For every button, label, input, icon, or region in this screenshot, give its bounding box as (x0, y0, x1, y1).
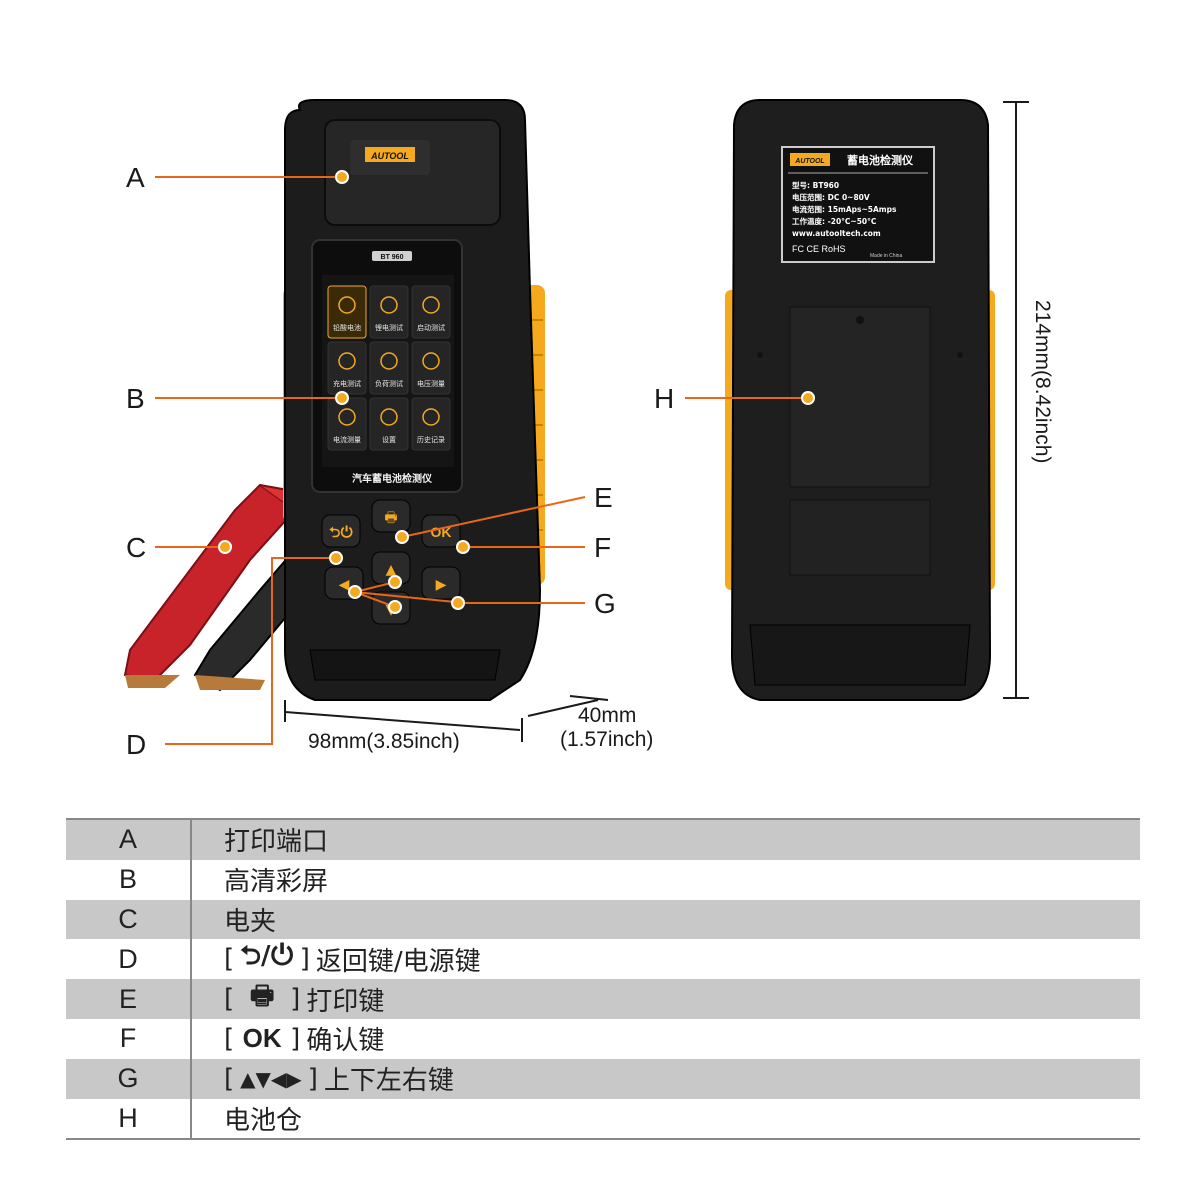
keypad: ⮌⏻ 🖶 OK ◀ ▲ ▼ ▶ (321, 499, 461, 625)
menu-tile-icon (338, 352, 356, 370)
menu-tile[interactable] (411, 285, 451, 339)
up-arrow-icon: ▲ (386, 562, 397, 578)
arrow-keys-icon: ▲▼◀▶ (240, 1066, 302, 1091)
printer-icon: 🖶 (384, 510, 397, 526)
spec-lines: 型号: BT960 电压范围: DC 0~80V 电流范围: 15mAps~5Amp… (792, 180, 897, 238)
legend-table: A 打印端口 B 高清彩屏 C 电夹 D [ ⮌/⏻ ] 返回键/电源键 E [… (66, 818, 1140, 1141)
front-brand-text: AUTOOL (370, 151, 409, 161)
made-in: Made in China (870, 253, 902, 259)
legend-key: A (66, 820, 192, 860)
spec-line: 工作温度: -20°C~50°C (792, 216, 877, 226)
menu-tile-label: 电压测量 (417, 379, 445, 388)
menu-tile-icon (380, 296, 398, 314)
menu-tile-label: 设置 (382, 435, 396, 444)
menu-tile-label: 历史记录 (417, 435, 445, 444)
menu-tile-label: 启动测试 (417, 323, 445, 332)
menu-tile[interactable] (369, 285, 409, 339)
menu-tile-label: 负荷测试 (375, 379, 403, 388)
legend-desc: 电池仓 (224, 1105, 303, 1136)
back-power-key[interactable] (321, 514, 361, 548)
ok-key[interactable] (421, 514, 461, 548)
width-dimension: 98mm(3.85inch) (308, 730, 460, 753)
legend-desc: 上下左右键 (323, 1066, 454, 1097)
legend-row: H 电池仓 (66, 1098, 1140, 1139)
back-device-illustration: AUTOOL 蓄电池检测仪 型号: BT960 电压范围: DC 0~80V 电流范… (725, 99, 995, 701)
menu-tile-icon (380, 408, 398, 426)
menu-tile[interactable] (411, 341, 451, 395)
menu-tile-label: 铅酸电池 (333, 323, 361, 332)
model-tag: BT 960 (381, 254, 404, 261)
legend-key: H (66, 1098, 192, 1139)
legend-key: G (66, 1058, 192, 1099)
callout-e: E (594, 482, 613, 513)
legend-key: C (66, 899, 192, 940)
menu-tile-icon (380, 352, 398, 370)
menu-tile-icon (338, 296, 356, 314)
legend-row: G [ ▲▼◀▶ ] 上下左右键 (66, 1058, 1140, 1099)
menu-tile[interactable] (369, 341, 409, 395)
callout-g: G (594, 588, 616, 619)
depth-dimension-mm: 40mm (578, 704, 637, 727)
back-power-icon: ⮌/⏻ (240, 941, 294, 972)
cert-marks: FC CE RoHS (792, 244, 846, 254)
right-key[interactable] (421, 566, 461, 600)
spec-line: 型号: BT960 (792, 180, 839, 190)
printer-icon: 🖶 (249, 981, 275, 1012)
menu-tile[interactable] (369, 397, 409, 451)
callout-d: D (126, 729, 147, 760)
menu-tile-icon (422, 296, 440, 314)
back-brand-text: AUTOOL (794, 158, 824, 165)
spec-label (781, 146, 935, 263)
brand-plate (365, 147, 415, 162)
callout-a: A (126, 162, 145, 193)
menu-tile-label: 锂电测试 (375, 323, 403, 332)
spec-line: 电压范围: DC 0~80V (792, 192, 870, 202)
legend-row: C 电夹 (66, 899, 1140, 940)
menu-tile-icon (422, 352, 440, 370)
depth-dimension-in: (1.57inch) (560, 728, 654, 751)
back-power-icon: ⮌⏻ (329, 524, 353, 541)
callout-c: C (126, 532, 147, 563)
menu-tile-label: 电流测量 (333, 435, 361, 444)
callout-b: B (126, 383, 145, 414)
legend-desc: 电夹 (224, 906, 277, 937)
legend-desc: 返回键/电源键 (315, 946, 481, 977)
legend-row: A 打印端口 (66, 820, 1140, 860)
legend-desc: 确认键 (306, 1026, 385, 1057)
right-arrow-icon: ▶ (436, 577, 447, 593)
spec-line: 电流范围: 15mAps~5Amps (792, 204, 897, 214)
height-dimension: 214mm(8.42inch) (1031, 300, 1054, 464)
menu-tile[interactable] (411, 397, 451, 451)
callout-lines (155, 101, 1029, 745)
legend-desc: 打印端口 (224, 827, 329, 858)
legend-desc: 打印键 (306, 986, 385, 1017)
label-title: 蓄电池检测仪 (847, 153, 914, 167)
menu-tile[interactable] (327, 285, 367, 339)
legend-key: E (66, 979, 192, 1019)
spec-line: www.autooltech.com (792, 229, 881, 238)
menu-tile-icon (338, 408, 356, 426)
menu-tile-icon (422, 408, 440, 426)
screen-title: 汽车蓄电池检测仪 (352, 472, 433, 485)
legend-row: D [ ⮌/⏻ ] 返回键/电源键 (66, 939, 1140, 980)
legend-key: D (66, 939, 192, 980)
legend-key: B (66, 859, 192, 900)
print-key[interactable] (371, 499, 411, 533)
callout-h: H (654, 383, 675, 414)
legend-key: F (66, 1018, 192, 1059)
ok-icon: OK (242, 1023, 282, 1054)
legend-desc: 高清彩屏 (224, 867, 329, 898)
legend-row: E [ 🖶 ] 打印键 (66, 979, 1140, 1019)
left-arrow-icon: ◀ (339, 577, 350, 593)
callout-f: F (594, 532, 612, 563)
menu-tile-label: 充电测试 (333, 379, 361, 388)
legend-row: F [ OK ] 确认键 (66, 1018, 1140, 1059)
legend-row: B 高清彩屏 (66, 859, 1140, 900)
